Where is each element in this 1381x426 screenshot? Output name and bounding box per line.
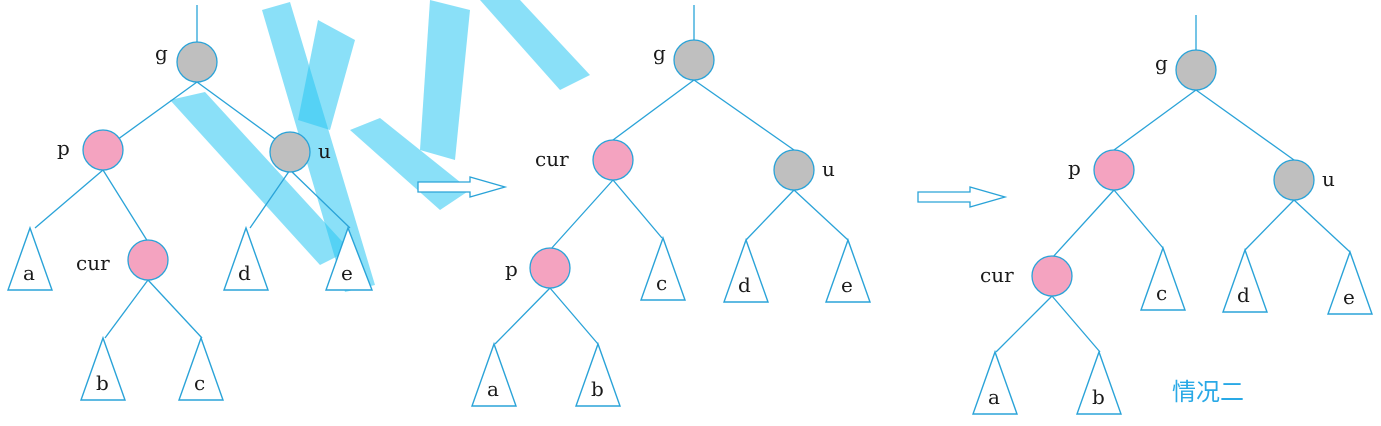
tree-after-rotation: g cur u p c d e a b bbox=[471, 5, 871, 407]
subtree-e bbox=[825, 237, 871, 303]
label-cur: cur bbox=[535, 147, 569, 171]
subtree-b bbox=[575, 341, 621, 407]
subtree-label-c: c bbox=[656, 271, 667, 295]
subtree-label-a: a bbox=[487, 377, 499, 401]
node-cur bbox=[1031, 255, 1073, 297]
right-arrow-icon bbox=[417, 176, 508, 198]
tree-before: g p u cur a d e b c bbox=[7, 5, 374, 401]
subtree-a bbox=[972, 349, 1018, 415]
subtree-b bbox=[80, 335, 126, 401]
watermark bbox=[170, 0, 590, 292]
subtree-c bbox=[178, 335, 224, 401]
subtree-e bbox=[1327, 249, 1373, 315]
node-cur bbox=[127, 239, 169, 281]
node-p bbox=[529, 247, 571, 289]
subtree-label-c: c bbox=[1156, 281, 1167, 305]
subtree-d bbox=[1222, 247, 1268, 313]
subtree-label-e: e bbox=[1343, 285, 1355, 309]
subtree-label-e: e bbox=[341, 261, 353, 285]
subtree-label-c: c bbox=[194, 371, 205, 395]
node-p bbox=[82, 129, 124, 171]
label-g: g bbox=[155, 41, 168, 65]
subtree-c bbox=[1140, 245, 1186, 311]
label-p: p bbox=[1068, 156, 1081, 180]
label-u: u bbox=[822, 157, 835, 181]
label-cur: cur bbox=[980, 263, 1014, 287]
subtree-a bbox=[471, 341, 517, 407]
subtree-b bbox=[1076, 349, 1122, 415]
label-g: g bbox=[653, 41, 666, 65]
subtree-label-d: d bbox=[738, 273, 751, 297]
subtree-c bbox=[640, 235, 686, 301]
node-g bbox=[1175, 49, 1217, 91]
node-cur bbox=[592, 139, 634, 181]
subtree-label-a: a bbox=[988, 385, 1000, 409]
subtree-label-d: d bbox=[238, 261, 251, 285]
label-u: u bbox=[1322, 167, 1335, 191]
subtree-label-b: b bbox=[591, 377, 604, 401]
label-cur: cur bbox=[76, 251, 110, 275]
subtree-d bbox=[223, 225, 269, 291]
label-p: p bbox=[57, 136, 70, 160]
node-g bbox=[673, 39, 715, 81]
subtree-a bbox=[7, 225, 53, 291]
right-arrow-icon bbox=[917, 186, 1008, 208]
subtree-label-e: e bbox=[841, 273, 853, 297]
node-u bbox=[773, 149, 815, 191]
subtree-label-a: a bbox=[23, 261, 35, 285]
node-p bbox=[1093, 149, 1135, 191]
subtree-label-d: d bbox=[1237, 283, 1250, 307]
node-g bbox=[176, 41, 218, 83]
subtree-d bbox=[723, 237, 769, 303]
tree-result: g p u cur c d e a b 情况二 bbox=[972, 15, 1373, 415]
node-u bbox=[1273, 159, 1315, 201]
subtree-label-b: b bbox=[1092, 385, 1105, 409]
node-u bbox=[269, 131, 311, 173]
subtree-e bbox=[325, 225, 374, 291]
subtree-label-b: b bbox=[96, 371, 109, 395]
case-caption: 情况二 bbox=[1172, 378, 1244, 406]
label-p: p bbox=[505, 257, 518, 281]
label-g: g bbox=[1155, 51, 1168, 75]
label-u: u bbox=[318, 139, 331, 163]
